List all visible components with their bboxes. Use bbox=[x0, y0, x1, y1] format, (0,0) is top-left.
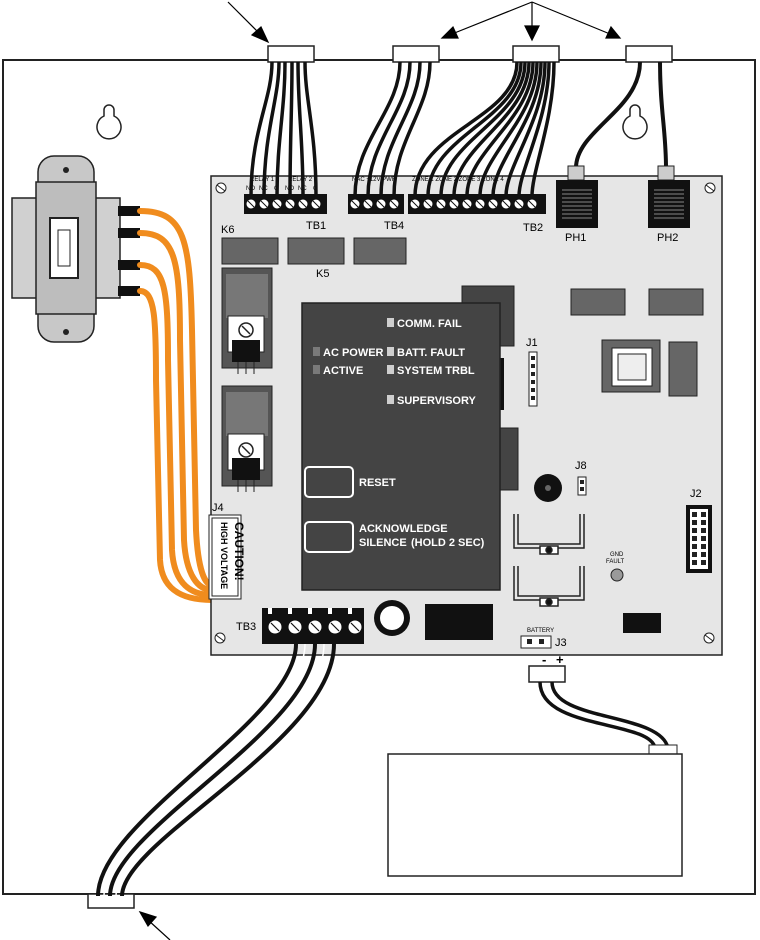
transformer bbox=[11, 155, 140, 343]
batt-fault-led bbox=[387, 347, 394, 356]
knockout-top-2 bbox=[392, 45, 440, 63]
relay2-header: RELAY 2 bbox=[288, 177, 313, 183]
keyhole-left bbox=[96, 104, 122, 140]
j1-label: J1 bbox=[526, 337, 538, 349]
knockout-bottom bbox=[87, 893, 135, 909]
transformer-wires bbox=[137, 208, 215, 603]
component-block-2 bbox=[648, 288, 704, 316]
reset-button[interactable] bbox=[304, 466, 354, 498]
component-block-5 bbox=[425, 604, 493, 640]
active-led bbox=[313, 365, 320, 374]
board-screws bbox=[214, 182, 716, 644]
tb1-terminal-block bbox=[244, 194, 327, 214]
ph1-label: PH1 bbox=[565, 232, 586, 244]
supervisory-led bbox=[387, 395, 394, 404]
j3-label: J3 bbox=[555, 637, 567, 649]
j2-label: J2 bbox=[690, 488, 702, 500]
comm-fail-label: COMM. FAIL bbox=[397, 318, 462, 330]
batt-fault-label: BATT. FAULT bbox=[397, 347, 465, 359]
component-block-3 bbox=[668, 341, 698, 397]
tb2-terminal-block bbox=[408, 194, 546, 214]
battery-wires bbox=[538, 681, 670, 749]
component-block-4 bbox=[623, 613, 661, 633]
caution-text: CAUTION! bbox=[232, 522, 246, 581]
keyhole-right bbox=[622, 104, 648, 140]
battery-plus-label: + bbox=[556, 652, 564, 667]
tb4-label: TB4 bbox=[384, 220, 404, 232]
supervisory-label: SUPERVISORY bbox=[397, 395, 477, 407]
silence-label: SILENCE bbox=[359, 537, 407, 549]
relay-k6 bbox=[221, 237, 279, 265]
j8-header bbox=[577, 476, 587, 496]
regulator-1 bbox=[221, 267, 273, 374]
tb3-wires-highlight bbox=[103, 643, 325, 897]
tb3-wires bbox=[96, 643, 336, 897]
knockout-top-1 bbox=[267, 45, 315, 63]
j2-connector bbox=[686, 505, 712, 573]
tb4-wires bbox=[353, 61, 432, 197]
ph2-jack bbox=[648, 165, 690, 228]
high-voltage-text: HIGH VOLTAGE bbox=[219, 522, 229, 589]
relay1-header: RELAY 1 bbox=[250, 177, 275, 183]
system-trbl-label: SYSTEM TRBL bbox=[397, 365, 475, 377]
tb2-wires bbox=[413, 61, 556, 197]
tb1-label: TB1 bbox=[306, 220, 326, 232]
gnd-fault-label-1: GND bbox=[610, 552, 624, 558]
j3-connector bbox=[520, 635, 552, 649]
arrows bbox=[138, 1, 622, 940]
battery-label: BATTERY bbox=[527, 628, 554, 634]
ph1-jack bbox=[556, 165, 598, 228]
regulator-2 bbox=[221, 385, 273, 492]
battery-clip-2 bbox=[513, 566, 585, 607]
gnd-fault-label-2: FAULT bbox=[606, 559, 625, 565]
battery-plug bbox=[528, 665, 566, 683]
relay-unlabeled bbox=[353, 237, 407, 265]
knockout-top-4 bbox=[625, 45, 673, 63]
battery-minus-label: - bbox=[542, 652, 546, 667]
acknowledge-silence-button[interactable] bbox=[304, 521, 354, 553]
battery bbox=[387, 753, 683, 877]
ac-power-label: AC POWER bbox=[323, 347, 384, 359]
gnd-fault-led bbox=[610, 568, 624, 582]
tb3-label: TB3 bbox=[236, 621, 256, 633]
ph2-label: PH2 bbox=[657, 232, 678, 244]
relay-k5 bbox=[287, 237, 345, 265]
tb4-terminal-block bbox=[348, 194, 404, 214]
tb2-label: TB2 bbox=[523, 222, 543, 234]
hold-hint: (HOLD 2 SEC) bbox=[411, 537, 485, 549]
active-label: ACTIVE bbox=[323, 365, 363, 377]
system-trbl-led bbox=[387, 365, 394, 374]
battery-clip-1 bbox=[513, 514, 585, 555]
component-block-1 bbox=[570, 288, 626, 316]
phone-cords bbox=[574, 61, 668, 169]
ac-power-led bbox=[313, 347, 320, 356]
knockout-top-3 bbox=[512, 45, 560, 63]
j4-caution-label bbox=[208, 514, 242, 600]
tb4-header: NAC +12V PWR bbox=[352, 177, 397, 183]
k5-label: K5 bbox=[316, 268, 329, 280]
j1-header bbox=[528, 351, 538, 407]
j4-label: J4 bbox=[212, 502, 224, 514]
j8-label: J8 bbox=[575, 460, 587, 472]
tb1-wires bbox=[249, 61, 318, 197]
comm-fail-led bbox=[387, 318, 394, 327]
reset-label: RESET bbox=[359, 477, 396, 489]
tb3-terminal-block bbox=[262, 608, 364, 644]
acknowledge-label: ACKNOWLEDGE bbox=[359, 523, 448, 535]
k6-label: K6 bbox=[221, 224, 234, 236]
processor-chip bbox=[601, 339, 661, 393]
